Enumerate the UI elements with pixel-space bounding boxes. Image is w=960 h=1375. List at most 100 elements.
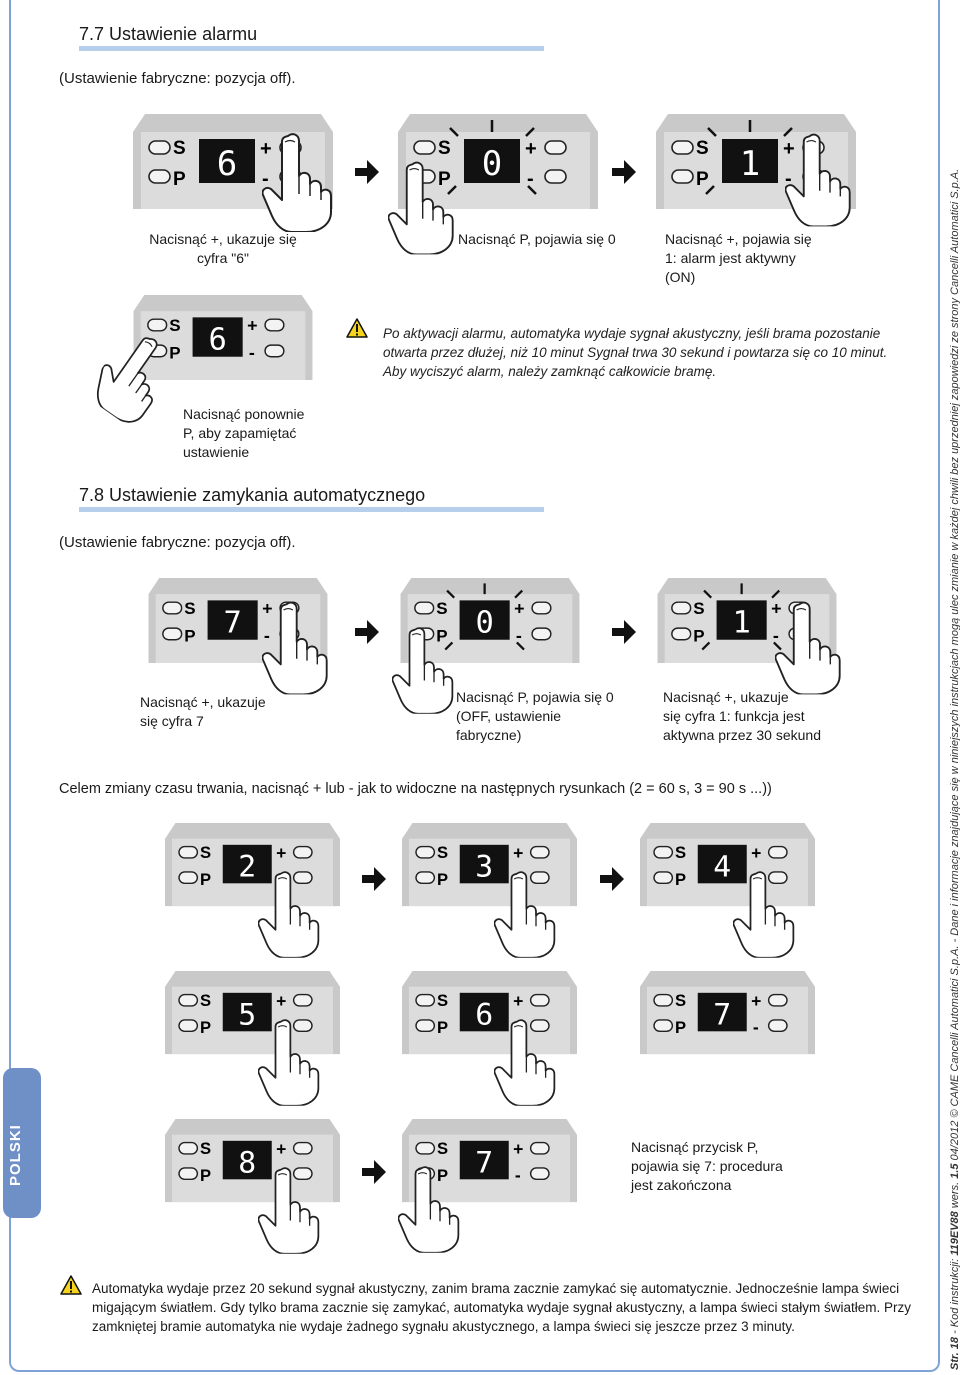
- s-button[interactable]: [415, 993, 436, 1007]
- p-button[interactable]: [415, 871, 436, 885]
- control-panel-c7: S P + - 8: [165, 1118, 340, 1208]
- minus-label: -: [527, 168, 534, 190]
- p-button[interactable]: [178, 1019, 199, 1033]
- minus-button[interactable]: [292, 871, 313, 885]
- plus-button[interactable]: [292, 993, 313, 1007]
- p-button[interactable]: [671, 169, 694, 184]
- s-button[interactable]: [653, 993, 674, 1007]
- s-button[interactable]: [413, 140, 436, 155]
- panel-graphic: S P + - 4: [640, 822, 815, 907]
- warning-line: Automatyka wydaje przez 20 sekund sygnał…: [92, 1281, 900, 1296]
- page-frame: [9, 0, 940, 1372]
- warning-line: zamkniętej bramie automatyka nie wydaje …: [92, 1319, 795, 1334]
- control-panel-c4: S P + - 5: [165, 970, 340, 1060]
- minus-button[interactable]: [292, 1019, 313, 1033]
- control-panel-c3: S P + - 4: [640, 822, 815, 912]
- caption-b1: Nacisnąć +, ukazuje się cyfra 7: [140, 693, 266, 731]
- s-label: S: [437, 843, 448, 862]
- caption-line: jest zakończona: [631, 1177, 732, 1193]
- minus-button[interactable]: [529, 1019, 550, 1033]
- arrow-right-icon: [600, 867, 624, 891]
- plus-button[interactable]: [529, 845, 550, 859]
- caption-line: (OFF, ustawienie: [456, 708, 562, 724]
- p-button[interactable]: [178, 871, 199, 885]
- s-button[interactable]: [414, 601, 435, 615]
- panel-graphic: S P + - 5: [165, 970, 340, 1055]
- plus-button[interactable]: [264, 318, 285, 332]
- s-button[interactable]: [653, 845, 674, 859]
- s-label: S: [200, 1139, 211, 1158]
- caption-line: Nacisnąć +, ukazuje: [663, 689, 789, 705]
- p-button[interactable]: [653, 1019, 674, 1033]
- p-button[interactable]: [653, 871, 674, 885]
- p-label: P: [184, 627, 195, 646]
- s-label: S: [436, 599, 447, 618]
- section-7-8-title: 7.8 Ustawienie zamykania automatycznego: [79, 485, 426, 505]
- minus-label: -: [264, 626, 270, 646]
- copyright-text: 04/2012 © CAME Cancelli Automatici S.p.A…: [949, 168, 960, 1164]
- s-button[interactable]: [671, 601, 692, 615]
- plus-button[interactable]: [292, 845, 313, 859]
- plus-label: +: [513, 843, 523, 863]
- s-button[interactable]: [671, 140, 694, 155]
- caption-line: Nacisnąć +, ukazuje: [140, 694, 266, 710]
- hand-pointer-icon: [258, 1018, 328, 1106]
- display-screen: [192, 317, 243, 357]
- minus-button[interactable]: [529, 871, 550, 885]
- minus-button[interactable]: [544, 169, 567, 184]
- panel-graphic: S P + - 8: [165, 1118, 340, 1203]
- display-screen: [222, 992, 272, 1032]
- minus-button[interactable]: [529, 1167, 550, 1181]
- p-button[interactable]: [178, 1167, 199, 1181]
- minus-button[interactable]: [531, 627, 552, 641]
- warning-line: otwarta przez dłużej, niż 10 minut Sygna…: [383, 345, 888, 360]
- section-7-7-underline: [79, 46, 544, 51]
- s-button[interactable]: [415, 845, 436, 859]
- minus-button[interactable]: [767, 1019, 788, 1033]
- caption-line: ustawienie: [183, 444, 250, 460]
- hand-pointer-icon: [388, 160, 463, 255]
- p-button[interactable]: [415, 1019, 436, 1033]
- section-7-7-title: 7.7 Ustawienie alarmu: [79, 24, 258, 44]
- p-label: P: [200, 1166, 211, 1185]
- caption-line: (ON): [665, 269, 696, 285]
- warning-icon: [346, 318, 368, 338]
- minus-button[interactable]: [767, 871, 788, 885]
- minus-button[interactable]: [264, 344, 285, 358]
- plus-button[interactable]: [767, 845, 788, 859]
- plus-button[interactable]: [767, 993, 788, 1007]
- section-7-8-underline: [79, 507, 544, 512]
- s-button[interactable]: [178, 1141, 199, 1155]
- hand-pointer-icon: [262, 600, 337, 695]
- s-button[interactable]: [162, 601, 183, 615]
- plus-button[interactable]: [529, 993, 550, 1007]
- caption-line: Nacisnąć +, ukazuje się: [149, 231, 297, 247]
- s-button[interactable]: [148, 140, 171, 155]
- plus-label: +: [247, 316, 257, 336]
- p-button[interactable]: [162, 627, 183, 641]
- p-button[interactable]: [671, 627, 692, 641]
- minus-button[interactable]: [292, 1167, 313, 1181]
- blink-rays-icon: [444, 583, 525, 651]
- control-panel-c6: S P + - 7: [640, 970, 815, 1060]
- plus-button[interactable]: [544, 140, 567, 155]
- p-button[interactable]: [148, 169, 171, 184]
- display-screen: [459, 1140, 509, 1180]
- caption-b2: Nacisnąć P, pojawia się 0 (OFF, ustawien…: [456, 688, 614, 745]
- plus-button[interactable]: [292, 1141, 313, 1155]
- caption-line: się cyfra 7: [140, 713, 204, 729]
- display-digit: 0: [482, 144, 502, 184]
- arrow-right-icon: [362, 867, 386, 891]
- s-button[interactable]: [178, 993, 199, 1007]
- display-digit: 7: [713, 997, 731, 1032]
- p-label: P: [173, 169, 186, 190]
- caption-a3: Nacisnąć +, pojawia się 1: alarm jest ak…: [665, 230, 812, 287]
- plus-label: +: [783, 138, 795, 160]
- caption-line: Nacisnąć przycisk P,: [631, 1139, 759, 1155]
- manual-code: 119EV88: [949, 1211, 960, 1256]
- plus-button[interactable]: [531, 601, 552, 615]
- s-button[interactable]: [147, 318, 168, 332]
- plus-button[interactable]: [529, 1141, 550, 1155]
- s-button[interactable]: [415, 1141, 436, 1155]
- s-button[interactable]: [178, 845, 199, 859]
